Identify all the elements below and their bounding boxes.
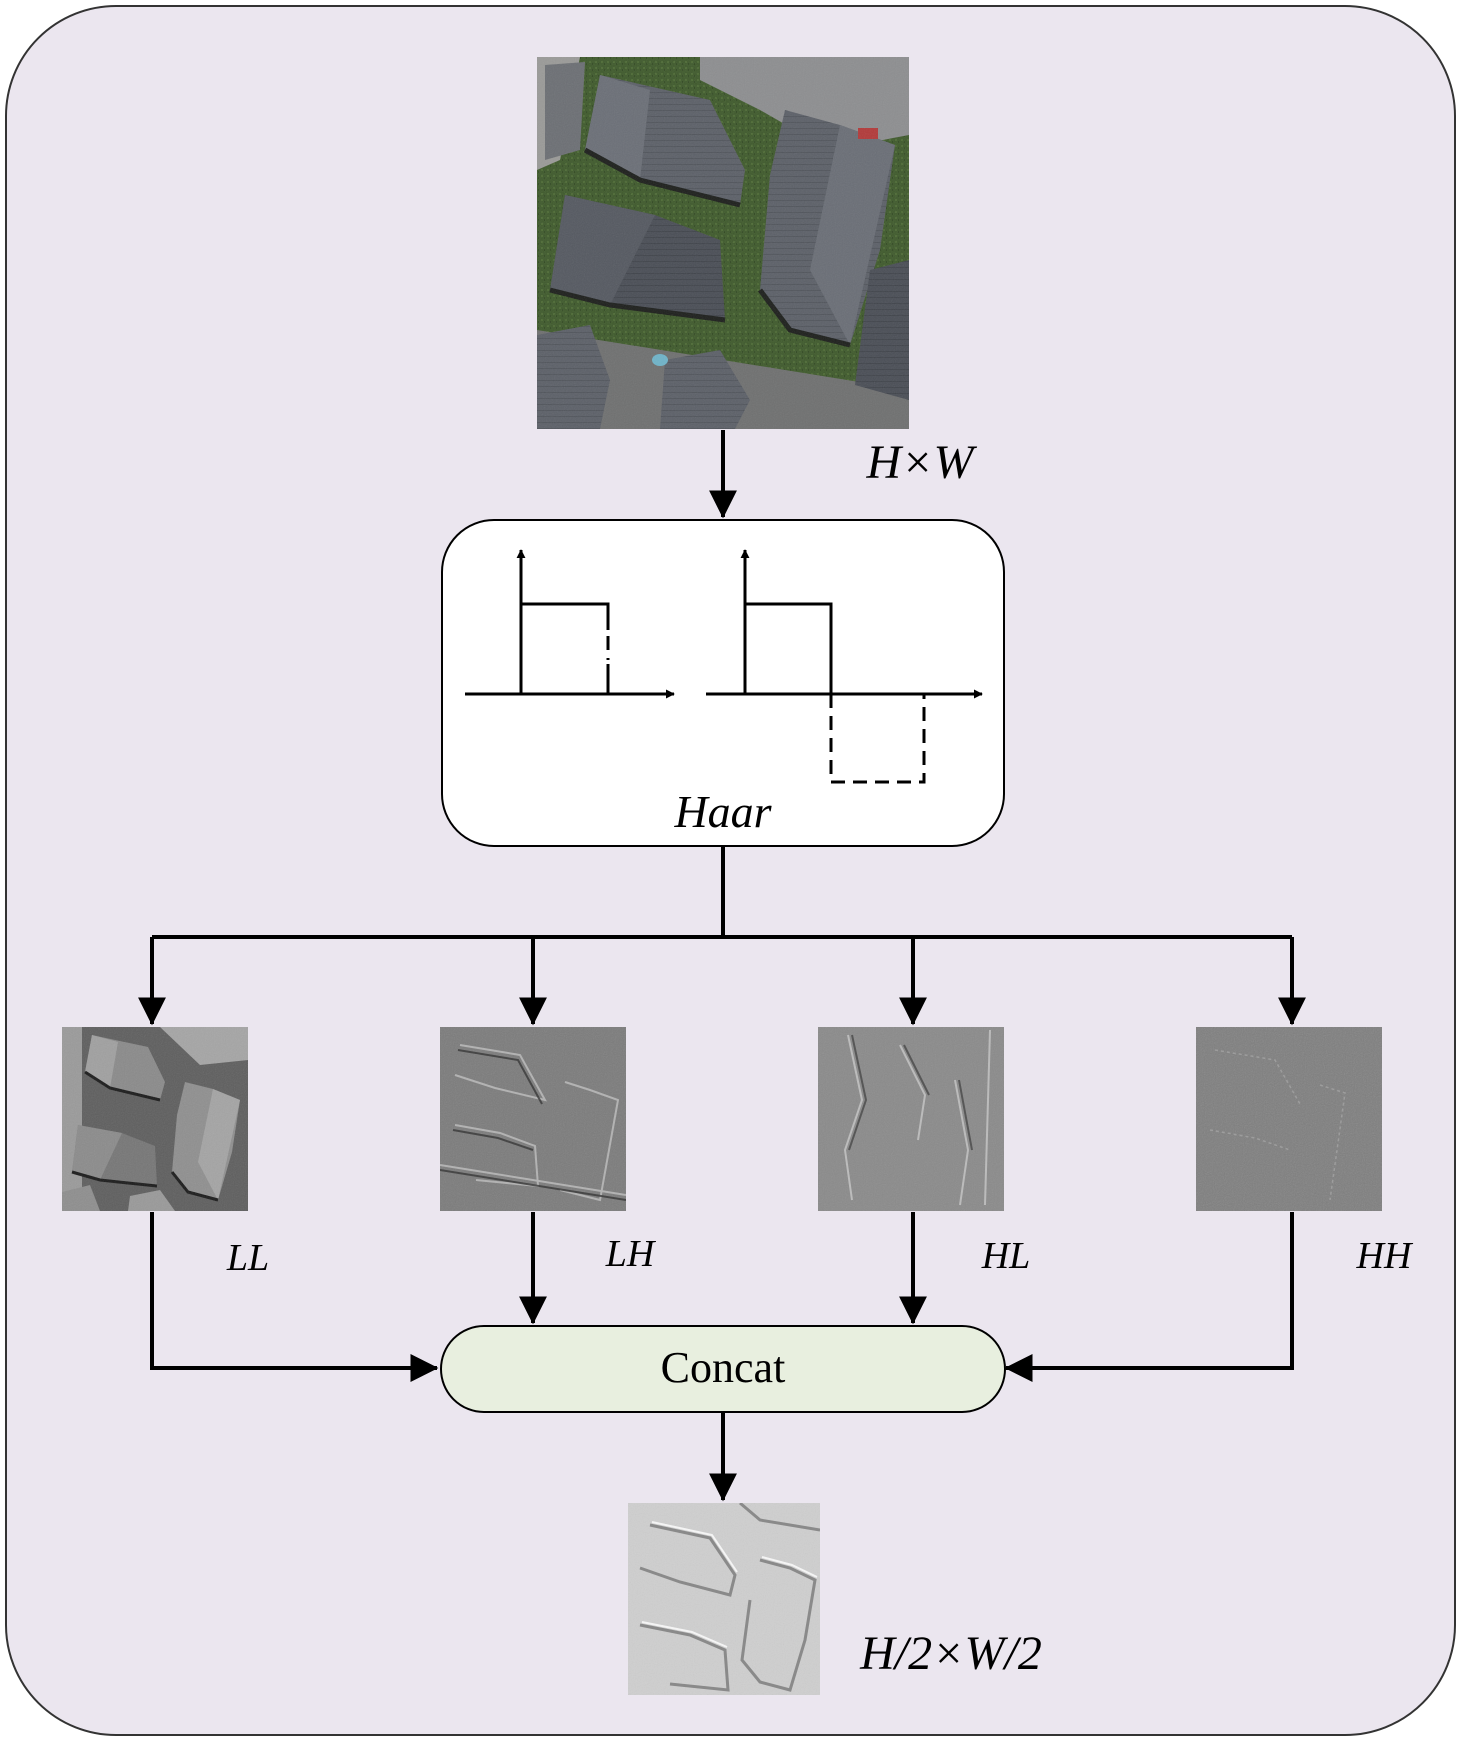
lh-subband-image	[440, 1027, 626, 1211]
hh-subband-image	[1196, 1027, 1382, 1211]
subband-label-lh: LH	[605, 1233, 657, 1275]
connector-ll-to-concat	[150, 1212, 439, 1382]
diagram-panel	[5, 5, 1456, 1736]
hl-subband-image	[818, 1027, 1004, 1211]
haar-wavelet-function-icon	[706, 549, 983, 784]
connector-hh-to-concat	[1004, 1212, 1294, 1382]
haar-scaling-function-icon	[465, 549, 675, 699]
haar-label: Haar	[673, 786, 772, 837]
subband-label-hh: HH	[1356, 1235, 1414, 1277]
aerial-rooftops-image	[537, 57, 909, 429]
subband-label-ll: LL	[226, 1237, 269, 1279]
concat-output-image	[628, 1503, 820, 1695]
output-size-label: H/2×W/2	[859, 1627, 1042, 1680]
input-size-label: H×W	[865, 436, 977, 489]
concat-label: Concat	[661, 1343, 786, 1392]
ll-subband-image	[62, 1027, 248, 1211]
split-connector	[152, 846, 1292, 939]
subband-label-hl: HL	[981, 1235, 1031, 1277]
